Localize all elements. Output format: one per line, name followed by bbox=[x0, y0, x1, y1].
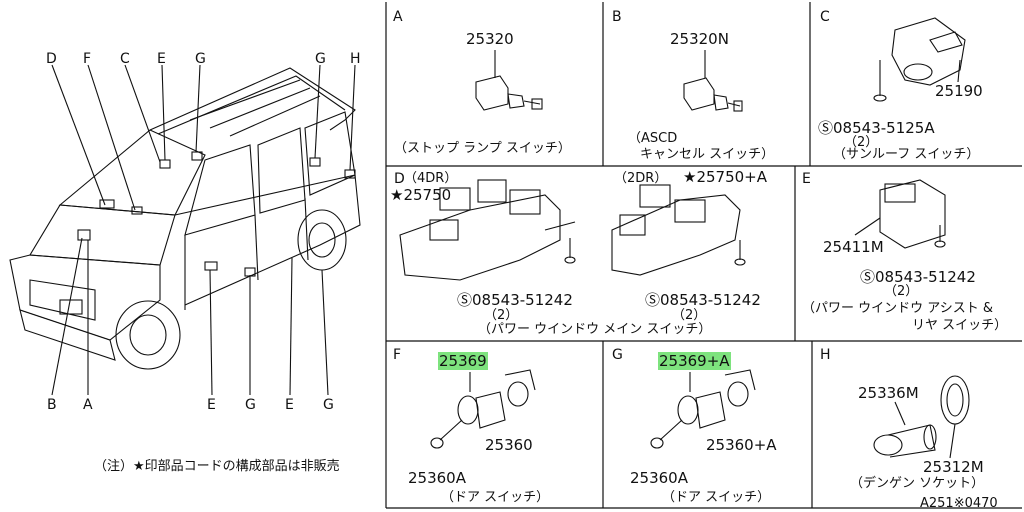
panel-d-qty: （2） bbox=[484, 308, 519, 323]
stop-lamp-switch-drawing bbox=[475, 50, 543, 111]
panel-grid bbox=[385, 2, 1022, 509]
panel-d-letter: D bbox=[394, 171, 405, 187]
panel-f-caption: （ドア スイッチ） bbox=[441, 490, 550, 505]
diagram-code: A251※0470 bbox=[920, 496, 998, 511]
panel-h-part2[interactable]: 25312M bbox=[923, 458, 984, 476]
panel-a-caption: （ストップ ランプ スイッチ） bbox=[394, 141, 571, 156]
panel-h-letter: H bbox=[820, 347, 831, 363]
panel-b-part[interactable]: 25320N bbox=[670, 30, 729, 48]
door-switch-drawing-f bbox=[430, 369, 536, 449]
power-socket-drawing bbox=[873, 375, 970, 459]
panel-g-part2[interactable]: 25360+A bbox=[706, 436, 777, 454]
panel-a-letter: A bbox=[393, 9, 403, 25]
panel-c-bolt-number: 08543-5125A bbox=[833, 119, 935, 137]
panel-c-letter: C bbox=[820, 9, 830, 25]
power-window-main-switch-drawing bbox=[399, 179, 746, 281]
highlighted-part-number: 25369 bbox=[438, 352, 488, 370]
highlighted-part-number: 25369+A bbox=[658, 352, 731, 370]
panel-e-screw-number: 08543-51242 bbox=[875, 268, 976, 286]
callout-c: C bbox=[120, 51, 130, 67]
panel-e-letter: E bbox=[802, 171, 811, 187]
panel-d2-qty: （2） bbox=[672, 308, 707, 323]
panel-d2-part[interactable]: ★25750+A bbox=[683, 168, 767, 186]
panel-e-screw[interactable]: Ⓢ08543-51242 bbox=[860, 270, 976, 285]
panel-d-caption: （パワー ウインドウ メイン スイッチ） bbox=[478, 322, 712, 337]
panel-d-screw-number: 08543-51242 bbox=[472, 291, 573, 309]
non-sale-note: （注）★印部品コードの構成部品は非販売 bbox=[94, 459, 340, 474]
callout-a: A bbox=[83, 397, 93, 413]
panel-a-part[interactable]: 25320 bbox=[466, 30, 514, 48]
panel-f-letter: F bbox=[393, 347, 402, 363]
panel-g-part[interactable]: 25369+A bbox=[658, 352, 731, 370]
callout-e-bottom-2: E bbox=[285, 397, 294, 413]
callout-d: D bbox=[46, 51, 57, 67]
panel-g-caption: （ドア スイッチ） bbox=[662, 490, 771, 505]
sunroof-switch-drawing bbox=[873, 17, 966, 102]
callout-g-top-2: G bbox=[315, 51, 326, 67]
panel-d-screw[interactable]: Ⓢ08543-51242 bbox=[457, 293, 573, 308]
panel-h-caption: （デンゲン ソケット） bbox=[850, 476, 985, 491]
panel-d2-variant: （2DR） bbox=[614, 171, 668, 186]
panel-c-qty: （2） bbox=[844, 135, 879, 150]
circle-s-icon: Ⓢ bbox=[860, 268, 876, 286]
panel-f-part[interactable]: 25369 bbox=[438, 352, 488, 370]
panel-h-part[interactable]: 25336M bbox=[858, 384, 919, 402]
ascd-cancel-switch-drawing bbox=[683, 50, 743, 112]
callout-e-bottom-1: E bbox=[207, 397, 216, 413]
panel-d2-screw-number: 08543-51242 bbox=[660, 291, 761, 309]
panel-b-letter: B bbox=[612, 9, 622, 25]
panel-e-part[interactable]: 25411M bbox=[823, 238, 884, 256]
panel-c-part[interactable]: 25190 bbox=[935, 82, 983, 100]
circle-s-icon: Ⓢ bbox=[818, 119, 834, 137]
door-switch-drawing-g bbox=[650, 369, 756, 449]
panel-d2-screw[interactable]: Ⓢ08543-51242 bbox=[645, 293, 761, 308]
panel-c-bolt[interactable]: Ⓢ08543-5125A bbox=[818, 121, 935, 136]
panel-c-caption: （サンルーフ スイッチ） bbox=[833, 147, 980, 162]
panel-e-caption-1: （パワー ウインドウ アシスト & bbox=[802, 301, 994, 316]
panel-g-letter: G bbox=[612, 347, 623, 363]
callout-g-bottom-2: G bbox=[323, 397, 334, 413]
callout-g-bottom-1: G bbox=[245, 397, 256, 413]
callout-f: F bbox=[83, 51, 92, 67]
panel-b-caption-2: キャンセル スイッチ） bbox=[640, 147, 775, 162]
circle-s-icon: Ⓢ bbox=[457, 291, 473, 309]
panel-d-variant: （4DR） bbox=[404, 171, 458, 186]
panel-g-part3[interactable]: 25360A bbox=[630, 469, 688, 487]
callout-b: B bbox=[47, 397, 57, 413]
callout-h: H bbox=[350, 51, 361, 67]
panel-d-part[interactable]: ★25750 bbox=[390, 186, 452, 204]
panel-b-caption-1: （ASCD bbox=[628, 131, 678, 146]
circle-s-icon: Ⓢ bbox=[645, 291, 661, 309]
panel-e-caption-2: リヤ スイッチ） bbox=[912, 318, 1008, 333]
panel-f-part3[interactable]: 25360A bbox=[408, 469, 466, 487]
vehicle-illustration bbox=[9, 64, 361, 396]
panel-e-qty: （2） bbox=[884, 284, 919, 299]
callout-e-top: E bbox=[157, 51, 166, 67]
panel-f-part2[interactable]: 25360 bbox=[485, 436, 533, 454]
callout-g-top-1: G bbox=[195, 51, 206, 67]
assist-switch-drawing bbox=[854, 179, 946, 249]
